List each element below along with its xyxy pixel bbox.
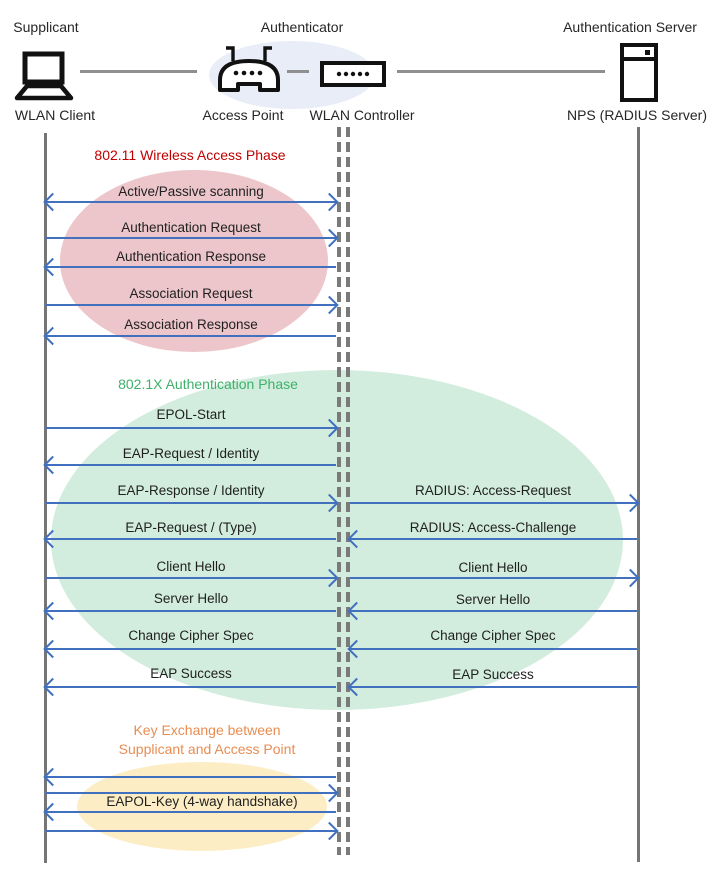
server-icon bbox=[620, 43, 658, 102]
message-arrow-18 bbox=[347, 677, 637, 697]
message-arrow-17 bbox=[43, 677, 336, 697]
message-arrow-10 bbox=[347, 529, 637, 549]
message-label-17: EAP Success bbox=[150, 666, 232, 681]
message-arrow-7 bbox=[46, 493, 339, 513]
wlan-controller-icon bbox=[320, 61, 386, 87]
message-arrow-14 bbox=[347, 601, 637, 621]
role-supplicant: Supplicant bbox=[13, 19, 79, 35]
role-authentication-server: Authentication Server bbox=[563, 19, 697, 35]
phase1-title: 802.11 Wireless Access Phase bbox=[94, 147, 286, 163]
message-arrow-2 bbox=[43, 257, 336, 277]
message-arrow-20 bbox=[46, 783, 339, 803]
message-label-3: Association Request bbox=[129, 286, 253, 301]
arrowhead-right-icon bbox=[320, 295, 339, 315]
message-label-16: Change Cipher Spec bbox=[430, 628, 556, 643]
message-label-18: EAP Success bbox=[452, 667, 534, 682]
message-arrow-21 bbox=[43, 802, 336, 822]
message-label-7: EAP-Response / Identity bbox=[117, 483, 265, 498]
phase3-title-line1: Key Exchange between bbox=[133, 722, 281, 738]
lifeline-wlan-controller-dash-right bbox=[346, 127, 350, 855]
message-arrow-22 bbox=[46, 821, 339, 841]
message-label-1: Authentication Request bbox=[121, 220, 261, 235]
message-arrow-3 bbox=[46, 295, 339, 315]
message-label-6: EAP-Request / Identity bbox=[122, 446, 260, 461]
message-label-12: Client Hello bbox=[458, 560, 528, 575]
message-arrow-13 bbox=[43, 601, 336, 621]
phase3-title-line2: Supplicant and Access Point bbox=[118, 741, 296, 757]
message-label-2: Authentication Response bbox=[115, 249, 267, 264]
message-label-15: Change Cipher Spec bbox=[128, 628, 254, 643]
connector-controller-to-server bbox=[397, 70, 605, 73]
message-arrow-16 bbox=[347, 639, 637, 659]
connector-client-to-ap bbox=[80, 70, 197, 73]
message-label-9: EAP-Request / (Type) bbox=[125, 520, 257, 535]
message-arrow-9 bbox=[43, 529, 336, 549]
arrowhead-right-icon bbox=[320, 821, 339, 841]
lifeline-wlan-controller-dash-left bbox=[337, 127, 341, 855]
message-label-0: Active/Passive scanning bbox=[118, 184, 264, 199]
message-arrow-1 bbox=[46, 228, 339, 248]
message-label-5: EPOL-Start bbox=[156, 407, 226, 422]
label-wlan-client: WLAN Client bbox=[14, 107, 96, 123]
label-access-point: Access Point bbox=[202, 107, 284, 123]
message-arrow-0 bbox=[43, 192, 339, 212]
message-arrow-15 bbox=[43, 639, 336, 659]
label-wlan-controller: WLAN Controller bbox=[309, 107, 415, 123]
arrowhead-right-icon bbox=[320, 192, 339, 212]
role-authenticator: Authenticator bbox=[260, 19, 344, 35]
label-nps-radius-server: NPS (RADIUS Server) bbox=[566, 107, 708, 123]
message-label-10: RADIUS: Access-Challenge bbox=[409, 520, 577, 535]
message-label-13: Server Hello bbox=[153, 591, 229, 606]
message-label-8: RADIUS: Access-Request bbox=[414, 483, 572, 498]
message-label-21: EAPOL-Key (4-way handshake) bbox=[106, 794, 298, 809]
lifeline-wlan-client bbox=[44, 133, 47, 863]
message-arrow-5 bbox=[46, 418, 339, 438]
message-label-11: Client Hello bbox=[156, 559, 226, 574]
phase2-title: 802.1X Authentication Phase bbox=[118, 376, 298, 392]
access-point-icon bbox=[218, 46, 280, 92]
laptop-icon bbox=[14, 51, 74, 101]
lifeline-nps-server bbox=[637, 127, 640, 862]
message-arrow-11 bbox=[46, 568, 339, 588]
message-arrow-8 bbox=[350, 493, 640, 513]
message-arrow-6 bbox=[43, 455, 336, 475]
message-label-4: Association Response bbox=[124, 317, 258, 332]
wireless-access-phase-ellipse bbox=[60, 170, 328, 352]
message-arrow-12 bbox=[350, 568, 640, 588]
message-label-14: Server Hello bbox=[455, 592, 531, 607]
message-arrow-19 bbox=[43, 767, 336, 787]
message-arrow-4 bbox=[43, 326, 336, 346]
connector-ap-to-controller bbox=[287, 70, 309, 73]
